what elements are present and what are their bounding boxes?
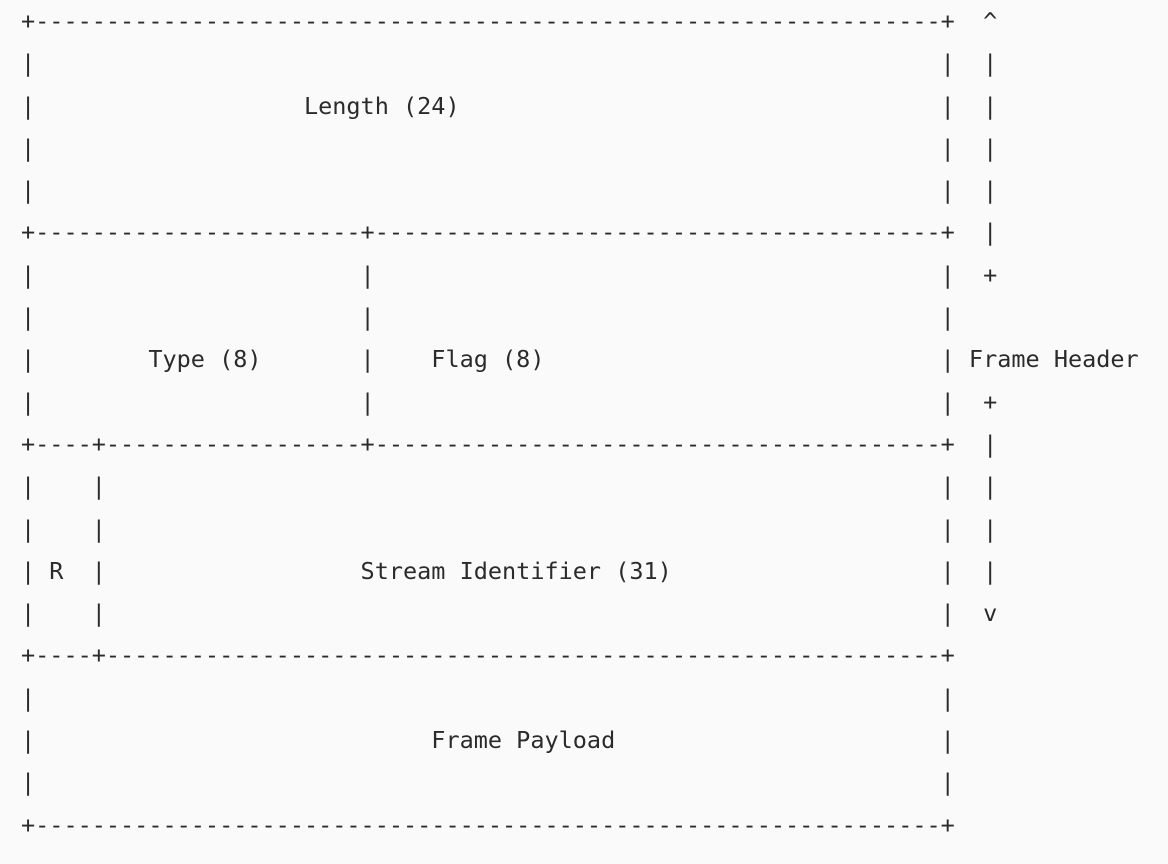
frame-format-diagram: +---------------------------------------…: [21, 7, 1139, 839]
